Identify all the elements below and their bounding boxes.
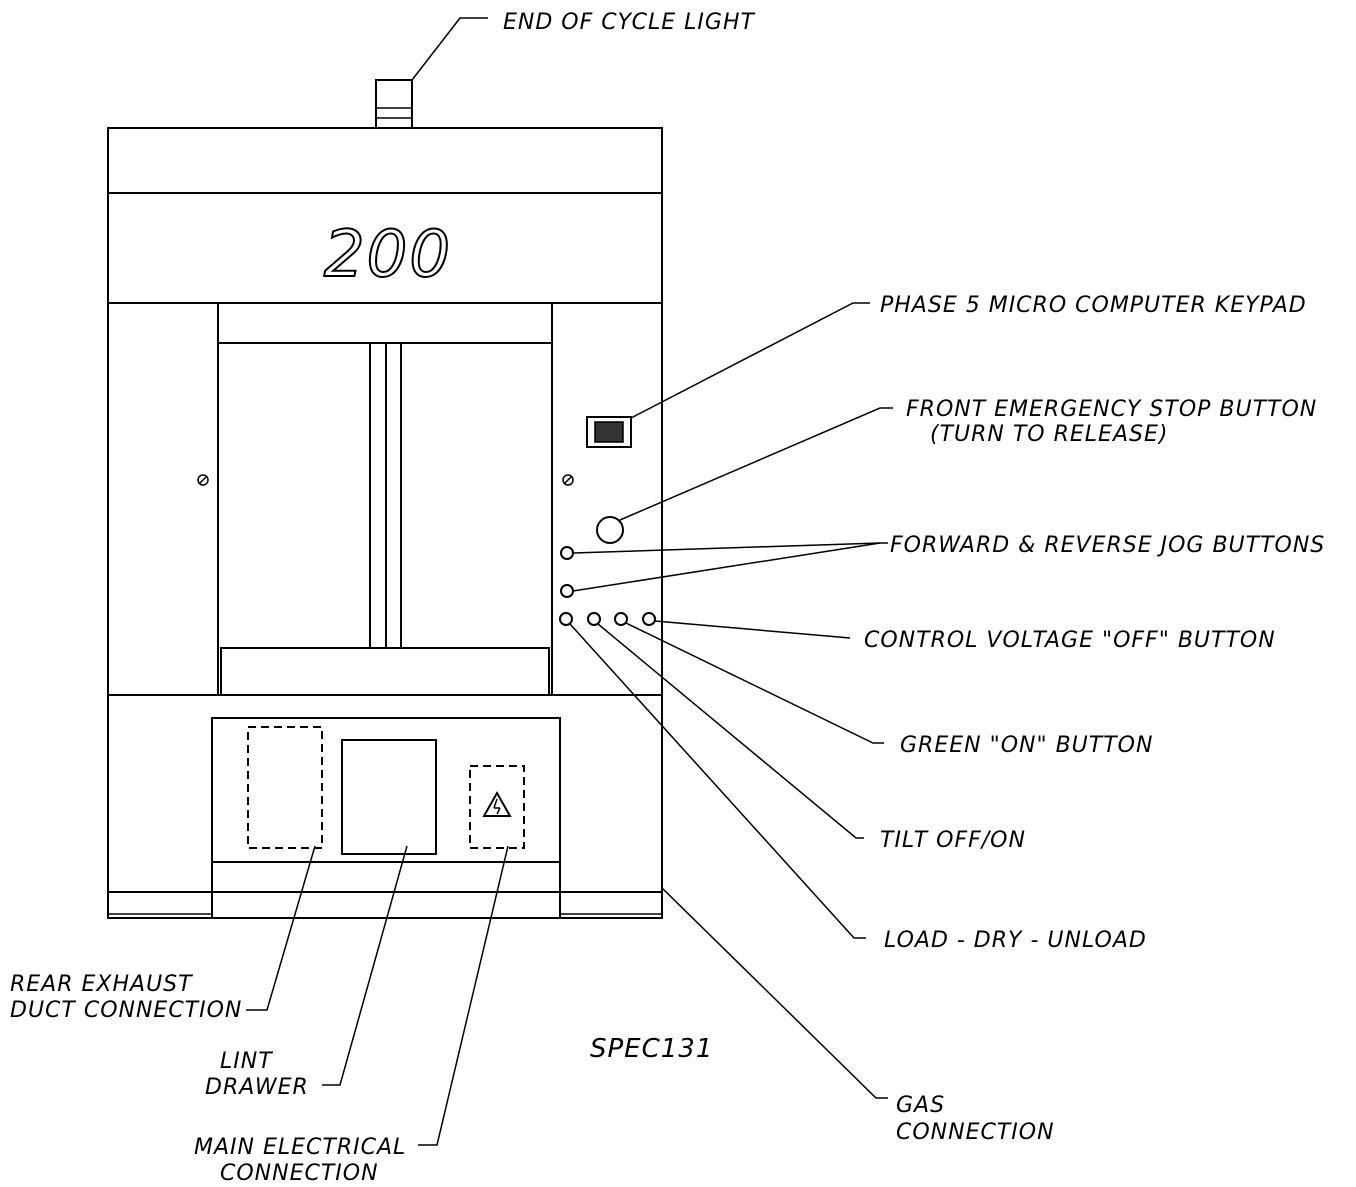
- control-voltage-off-button: [642, 612, 656, 626]
- emergency-stop-button: [596, 516, 624, 544]
- label-rear-exhaust-2: DUCT CONNECTION: [10, 998, 242, 1023]
- lower-panel: [211, 717, 561, 863]
- load-dry-unload-switch: [559, 612, 573, 626]
- door-screw-left: [197, 474, 209, 486]
- label-rear-exhaust-1: REAR EXHAUST: [10, 972, 193, 997]
- label-lint-drawer-2: DRAWER: [205, 1075, 309, 1100]
- label-emergency-stop: FRONT EMERGENCY STOP BUTTON: [906, 397, 1317, 422]
- lint-drawer: [341, 739, 437, 855]
- drawing-id: SPEC131: [590, 1034, 713, 1064]
- end-of-cycle-light: [375, 79, 413, 129]
- main-electrical-outline: [469, 765, 525, 849]
- label-jog-buttons: FORWARD & REVERSE JOG BUTTONS: [890, 533, 1325, 558]
- green-on-button: [614, 612, 628, 626]
- rear-exhaust-outline: [247, 726, 323, 849]
- label-gas-connection-1: GAS: [896, 1093, 945, 1118]
- label-emergency-stop-note: (TURN TO RELEASE): [930, 422, 1168, 447]
- label-gas-connection-2: CONNECTION: [896, 1120, 1055, 1145]
- machine-body: 200: [107, 79, 663, 919]
- label-main-electrical-2: CONNECTION: [220, 1161, 379, 1186]
- micro-computer-keypad: [586, 416, 632, 448]
- label-lint-drawer-1: LINT: [220, 1049, 273, 1074]
- model-number: 200: [324, 218, 452, 292]
- label-main-electrical-1: MAIN ELECTRICAL: [194, 1135, 406, 1160]
- electrical-hazard-icon: [482, 790, 512, 817]
- label-green-on: GREEN "ON" BUTTON: [900, 733, 1153, 758]
- door-screw-right: [562, 474, 574, 486]
- callout-labels: END OF CYCLE LIGHT PHASE 5 MICRO COMPUTE…: [10, 10, 1325, 1186]
- label-control-voltage-off: CONTROL VOLTAGE "OFF" BUTTON: [864, 628, 1276, 653]
- cabinet-outline: [107, 127, 663, 919]
- leader-lines: [246, 17, 893, 1146]
- label-keypad: PHASE 5 MICRO COMPUTER KEYPAD: [880, 293, 1307, 318]
- tilt-switch: [587, 612, 601, 626]
- jog-button-forward: [560, 546, 574, 560]
- jog-button-reverse: [560, 584, 574, 598]
- label-load-dry-unload: LOAD - DRY - UNLOAD: [884, 928, 1147, 953]
- label-tilt: TILT OFF/ON: [880, 828, 1026, 853]
- label-end-of-cycle-light: END OF CYCLE LIGHT: [503, 10, 756, 35]
